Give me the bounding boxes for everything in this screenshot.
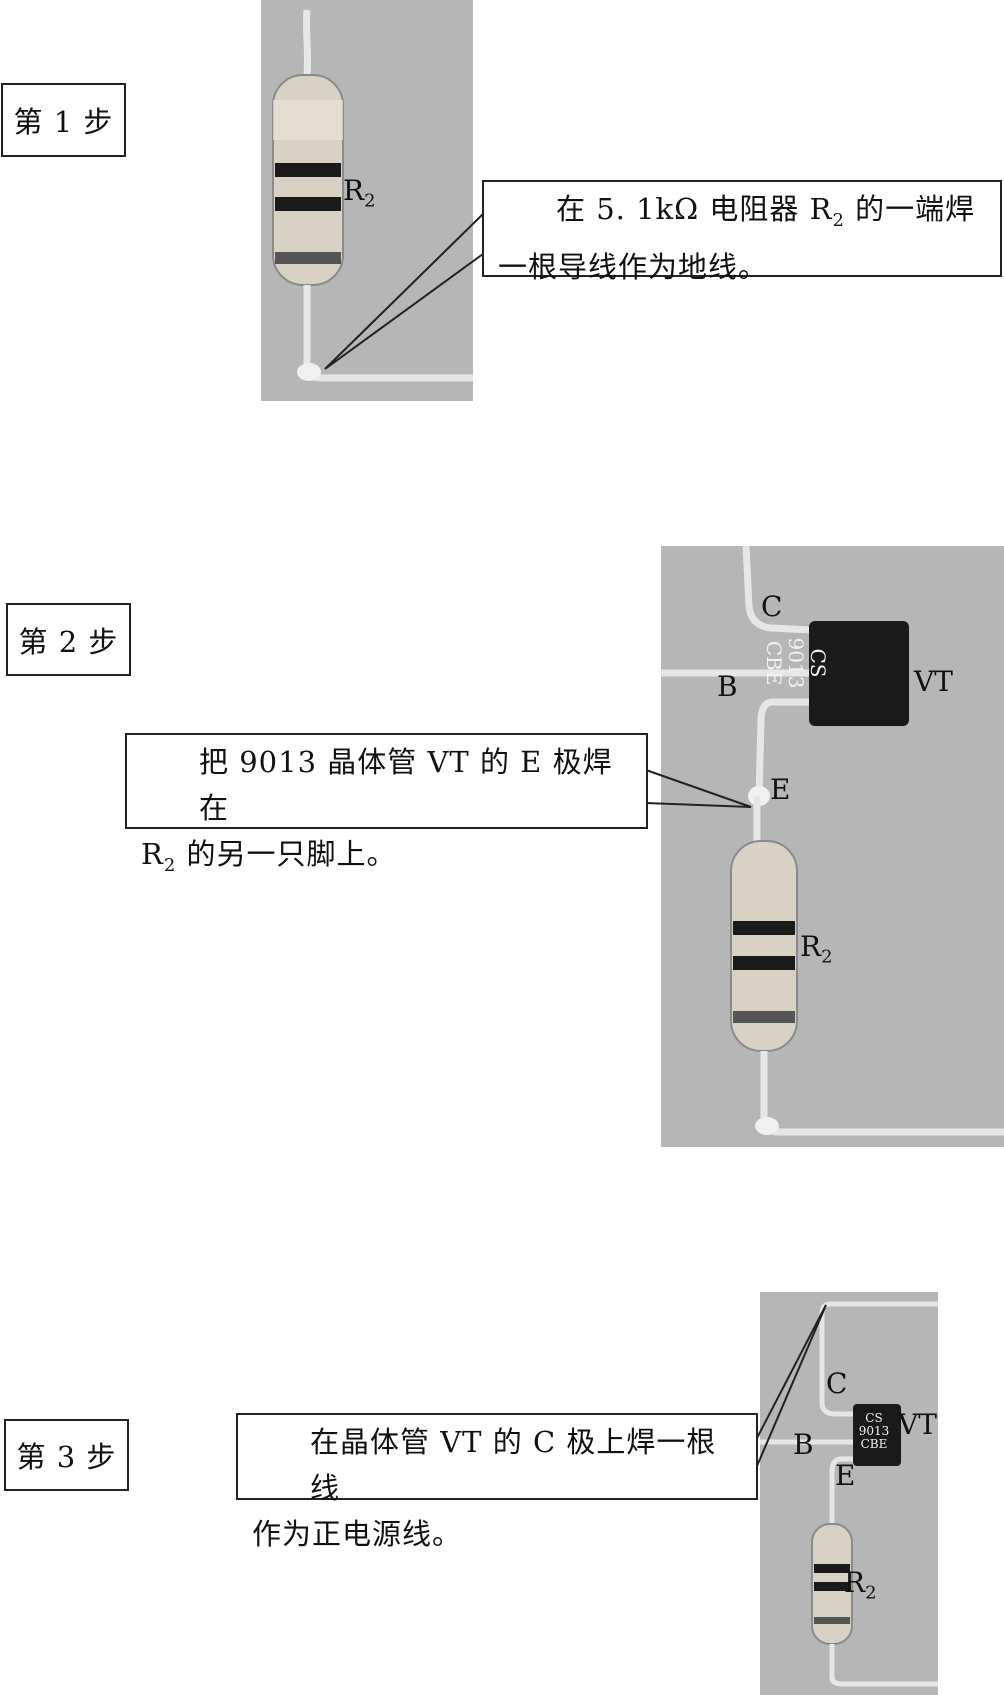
- step-1-label: 第 1 步: [1, 83, 126, 157]
- resistor-band-1: [275, 163, 341, 177]
- step-2-label: 第 2 步: [6, 603, 131, 676]
- step-1-note: 在 5. 1kΩ 电阻器 R2 的一端焊 一根导线作为地线。: [482, 180, 1002, 284]
- step-3-label: 第 3 步: [4, 1419, 129, 1491]
- emitter-lead: [755, 698, 811, 797]
- ground-wire: [829, 1644, 938, 1687]
- chip-marking-step2: CS 9013 CBE: [762, 637, 830, 689]
- step-1-label-text: 第 1 步: [13, 105, 114, 139]
- collector-lead: [742, 546, 812, 634]
- resistor-band-3: [275, 252, 341, 264]
- r2-label-step3: R2: [844, 1566, 877, 1604]
- transistor-photo-3: [760, 1292, 938, 1695]
- transistor-chip: [853, 1404, 901, 1466]
- step-3-note: 在晶体管 VT 的 C 极上焊一根线 作为正电源线。: [236, 1413, 758, 1551]
- step-1-photo: [261, 0, 473, 401]
- b-label-step3: B: [793, 1428, 814, 1461]
- transistor-photo-2: [661, 546, 1004, 1147]
- step-2-note: 把 9013 晶体管 VT 的 E 极焊在 R2 的另一只脚上。: [125, 733, 648, 876]
- step-3-label-text: 第 3 步: [16, 1440, 117, 1474]
- step-2-label-text: 第 2 步: [18, 624, 119, 659]
- chip-marking-step3: CS 9013 CBE: [858, 1411, 890, 1451]
- e-label-step3: E: [835, 1459, 856, 1492]
- c-label-step3: C: [826, 1367, 848, 1400]
- vt-label-step3: VT: [898, 1408, 937, 1441]
- c-label-step2: C: [761, 590, 783, 623]
- resistor-top-lead: [302, 9, 312, 76]
- step-3-photo: [760, 1292, 938, 1695]
- r2-label-step2: R2: [800, 930, 833, 968]
- vt-label-step2: VT: [914, 665, 953, 698]
- solder-joint: [297, 363, 321, 381]
- r2-label-step1: R2: [343, 174, 376, 212]
- b-label-step2: B: [717, 670, 738, 703]
- e-label-step2: E: [770, 773, 791, 806]
- transistor-chip: [809, 621, 909, 726]
- step-2-photo: [661, 546, 1004, 1147]
- resistor-band-2: [275, 197, 341, 211]
